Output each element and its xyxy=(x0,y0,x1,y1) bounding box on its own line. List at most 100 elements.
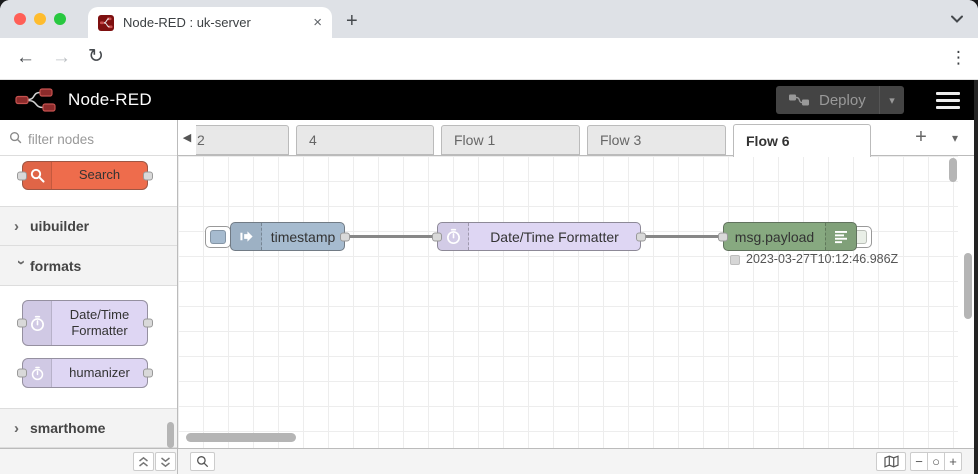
node-label: timestamp xyxy=(270,228,336,245)
palette-category-formats[interactable]: › formats xyxy=(0,246,177,286)
add-flow-button[interactable]: + xyxy=(906,120,936,155)
canvas-vertical-scrollbar-thumb[interactable] xyxy=(949,158,957,182)
palette-node-label: Date/Time Formatter xyxy=(69,306,130,338)
palette-collapse-all-button[interactable] xyxy=(133,452,154,471)
deploy-label: Deploy xyxy=(819,91,866,109)
palette-node-label: humanizer xyxy=(69,364,130,380)
flow-tab-flow6-active[interactable]: Flow 6 xyxy=(733,124,871,157)
canvas-search-button[interactable] xyxy=(190,452,215,471)
palette-node-datetime-formatter[interactable]: Date/Time Formatter xyxy=(17,300,153,346)
input-port[interactable] xyxy=(17,318,27,328)
output-port[interactable] xyxy=(143,171,153,180)
new-tab-button[interactable]: + xyxy=(346,10,358,32)
node-label: msg.payload xyxy=(734,228,815,245)
chevron-right-icon: › xyxy=(14,419,19,437)
debug-list-icon xyxy=(835,230,847,243)
deploy-button[interactable]: Deploy ▾ xyxy=(776,86,904,114)
datetime-formatter-node[interactable]: Date/Time Formatter xyxy=(432,222,646,251)
plus-icon: + xyxy=(915,126,927,148)
debug-icon-region xyxy=(825,223,856,250)
traffic-light-close[interactable] xyxy=(14,13,26,25)
flow-canvas[interactable]: timestamp Date/Time Formatter xyxy=(178,156,974,448)
palette-node-label: Search xyxy=(78,167,121,183)
palette-scrollbar-thumb[interactable] xyxy=(167,422,174,448)
formatter-icon-region xyxy=(23,301,52,345)
traffic-light-minimize[interactable] xyxy=(34,13,46,25)
flow-tab-label: 2 xyxy=(197,132,205,148)
flow-tab-flow1[interactable]: Flow 1 xyxy=(441,125,580,155)
zoom-in-button[interactable]: + xyxy=(944,452,962,471)
double-chevron-down-icon xyxy=(161,456,170,467)
caret-down-icon: ▾ xyxy=(951,130,959,145)
window-right-edge xyxy=(974,80,978,474)
canvas-grid xyxy=(178,156,958,448)
palette-filter xyxy=(0,120,177,156)
page-scrollbar-thumb[interactable] xyxy=(964,253,972,319)
output-port[interactable] xyxy=(340,232,350,241)
main-menu-button[interactable] xyxy=(936,92,960,109)
category-label: uibuilder xyxy=(30,218,90,234)
output-port[interactable] xyxy=(143,318,153,328)
circle-icon: ○ xyxy=(932,454,940,469)
reload-button[interactable]: ↻ xyxy=(88,46,104,67)
debug-node-msg-payload[interactable]: msg.payload xyxy=(718,222,857,251)
category-label: formats xyxy=(30,257,82,274)
palette-expand-all-button[interactable] xyxy=(155,452,176,471)
nodered-favicon xyxy=(98,14,114,31)
deploy-divider xyxy=(879,86,880,114)
browser-tab[interactable]: Node-RED : uk-server × xyxy=(88,7,332,38)
input-port[interactable] xyxy=(17,171,27,180)
flow-tab-2[interactable]: 2 xyxy=(184,125,289,155)
deploy-icon xyxy=(789,94,809,106)
palette-category-smarthome[interactable]: › smarthome xyxy=(0,408,177,448)
flow-tabbar: 2 ◀ 4 Flow 1 Flow 3 Flow 6 + ▾ xyxy=(178,120,974,157)
chevron-down-icon: › xyxy=(12,259,30,265)
timer-icon xyxy=(30,315,44,331)
humanizer-icon-region xyxy=(23,359,52,387)
back-button[interactable]: ← xyxy=(16,47,35,68)
flow-list-menu-button[interactable]: ▾ xyxy=(940,120,970,155)
inject-trigger-button[interactable] xyxy=(205,226,231,248)
formatter-icon-region xyxy=(438,223,469,250)
flow-tab-4[interactable]: 4 xyxy=(296,125,434,155)
map-icon xyxy=(883,455,899,468)
tab-close-icon[interactable]: × xyxy=(313,14,322,31)
footer-bar: − ○ + xyxy=(0,448,974,474)
palette-node-search[interactable]: Search xyxy=(17,161,153,190)
deploy-options-caret-icon[interactable]: ▾ xyxy=(889,94,895,107)
tab-scroll-left-button[interactable]: ◀ xyxy=(178,120,196,155)
input-port[interactable] xyxy=(17,368,27,378)
canvas-horizontal-scrollbar-thumb[interactable] xyxy=(186,433,296,442)
inject-button-inner xyxy=(210,230,226,244)
navigator-toggle-button[interactable] xyxy=(876,452,906,471)
browser-tabstrip: Node-RED : uk-server × + xyxy=(0,0,978,38)
workspace: 2 ◀ 4 Flow 1 Flow 3 Flow 6 + ▾ xyxy=(178,120,974,448)
filter-nodes-input[interactable] xyxy=(26,126,170,152)
forward-button[interactable]: → xyxy=(52,47,71,68)
inject-node-timestamp[interactable]: timestamp xyxy=(230,222,350,251)
browser-menu-icon[interactable]: ⋮ xyxy=(950,48,967,67)
zoom-out-button[interactable]: − xyxy=(910,452,928,471)
input-port[interactable] xyxy=(718,232,728,241)
inject-icon-region xyxy=(231,223,262,250)
flow-tab-label: 4 xyxy=(309,132,317,148)
plus-icon: + xyxy=(949,454,957,469)
nodered-logo xyxy=(15,88,56,112)
tab-search-chevron-icon[interactable] xyxy=(950,14,964,24)
output-port[interactable] xyxy=(636,232,646,241)
wire[interactable] xyxy=(348,235,436,238)
palette-body: Search › uibuilder › formats xyxy=(0,156,177,448)
traffic-light-zoom[interactable] xyxy=(54,13,66,25)
wire[interactable] xyxy=(643,235,721,238)
zoom-reset-button[interactable]: ○ xyxy=(927,452,945,471)
palette-node-humanizer[interactable]: humanizer xyxy=(17,358,153,388)
output-port[interactable] xyxy=(143,368,153,378)
search-node-icon-region xyxy=(23,162,52,189)
input-port[interactable] xyxy=(432,232,442,241)
flow-tab-label: Flow 6 xyxy=(746,133,790,149)
filter-search-icon xyxy=(9,131,22,144)
flow-tab-flow3[interactable]: Flow 3 xyxy=(587,125,726,155)
nodered-header: Node-RED Deploy ▾ xyxy=(0,80,978,120)
palette-category-uibuilder[interactable]: › uibuilder xyxy=(0,206,177,246)
